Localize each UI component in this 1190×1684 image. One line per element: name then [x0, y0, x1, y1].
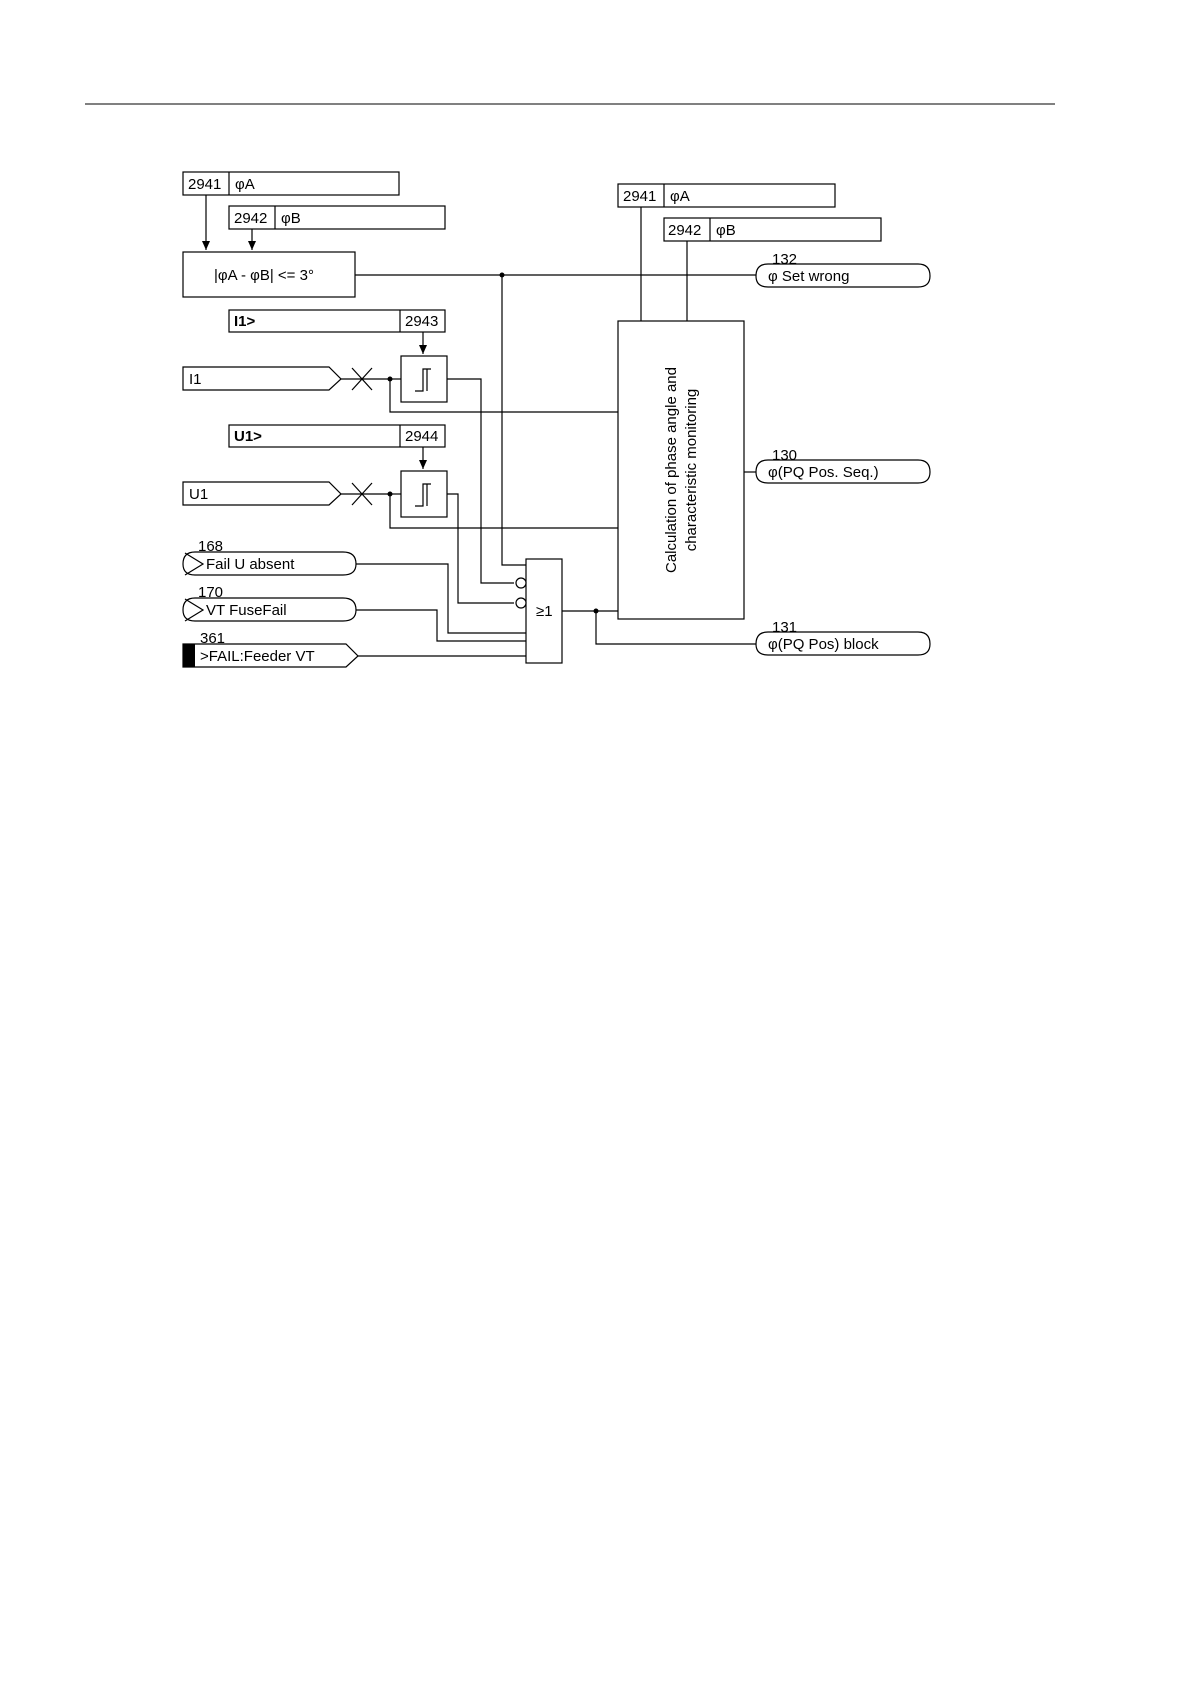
- compare-block-label: |φA - φB| <= 3°: [214, 267, 314, 284]
- output-pq-pos-seq-label: φ(PQ Pos. Seq.): [768, 464, 879, 481]
- input-u1-label: U1: [189, 486, 208, 503]
- output-set-wrong-label: φ Set wrong: [768, 268, 849, 285]
- setting-i1-threshold: I1> 2943: [229, 310, 445, 332]
- setting-phiA-left: 2941 φA: [183, 172, 399, 195]
- u1-threshold-block: [401, 471, 447, 517]
- setting-phiA-left-name: φA: [235, 176, 255, 193]
- i1-threshold-block: [401, 356, 447, 402]
- setting-phiA-right-addr: 2941: [623, 188, 656, 205]
- setting-phiB-right-name: φB: [716, 222, 736, 239]
- setting-phiB-right-addr: 2942: [668, 222, 701, 239]
- setting-phiA-right: 2941 φA: [618, 184, 835, 207]
- calc-block-line2: characteristic monitoring: [683, 389, 700, 552]
- or-gate: ≥1: [516, 559, 562, 663]
- setting-phiB-left-name: φB: [281, 210, 301, 227]
- input-fail-u-absent-label: Fail U absent: [206, 556, 295, 573]
- calc-block: Calculation of phase angle and character…: [618, 321, 744, 619]
- input-i1: I1: [183, 367, 341, 390]
- or-gate-label: ≥1: [536, 603, 553, 620]
- input-vt-fusefail: 170 VT FuseFail: [183, 584, 356, 621]
- setting-phiB-left: 2942 φB: [229, 206, 445, 229]
- input-fail-feeder-vt: 361 >FAIL:Feeder VT: [183, 630, 358, 667]
- setting-phiA-right-name: φA: [670, 188, 690, 205]
- setting-i1-threshold-name: I1>: [234, 313, 256, 330]
- input-fail-u-absent: 168 Fail U absent: [183, 538, 356, 575]
- setting-phiA-left-addr: 2941: [188, 176, 221, 193]
- setting-i1-threshold-addr: 2943: [405, 313, 438, 330]
- input-i1-label: I1: [189, 371, 202, 388]
- output-pq-pos-block: 131 φ(PQ Pos) block: [756, 619, 930, 655]
- setting-u1-threshold: U1> 2944: [229, 425, 445, 447]
- setting-u1-threshold-addr: 2944: [405, 428, 438, 445]
- setting-phiB-left-addr: 2942: [234, 210, 267, 227]
- calc-block-line1: Calculation of phase angle and: [663, 367, 680, 573]
- output-pq-pos-block-label: φ(PQ Pos) block: [768, 636, 879, 653]
- setting-u1-threshold-name: U1>: [234, 428, 262, 445]
- compare-block: |φA - φB| <= 3°: [183, 252, 355, 297]
- input-u1: U1: [183, 482, 341, 505]
- setting-phiB-right: 2942 φB: [664, 218, 881, 241]
- input-vt-fusefail-label: VT FuseFail: [206, 602, 287, 619]
- output-set-wrong: 132 φ Set wrong: [756, 251, 930, 287]
- output-pq-pos-seq: 130 φ(PQ Pos. Seq.): [756, 447, 930, 483]
- input-fail-feeder-vt-label: >FAIL:Feeder VT: [200, 648, 315, 665]
